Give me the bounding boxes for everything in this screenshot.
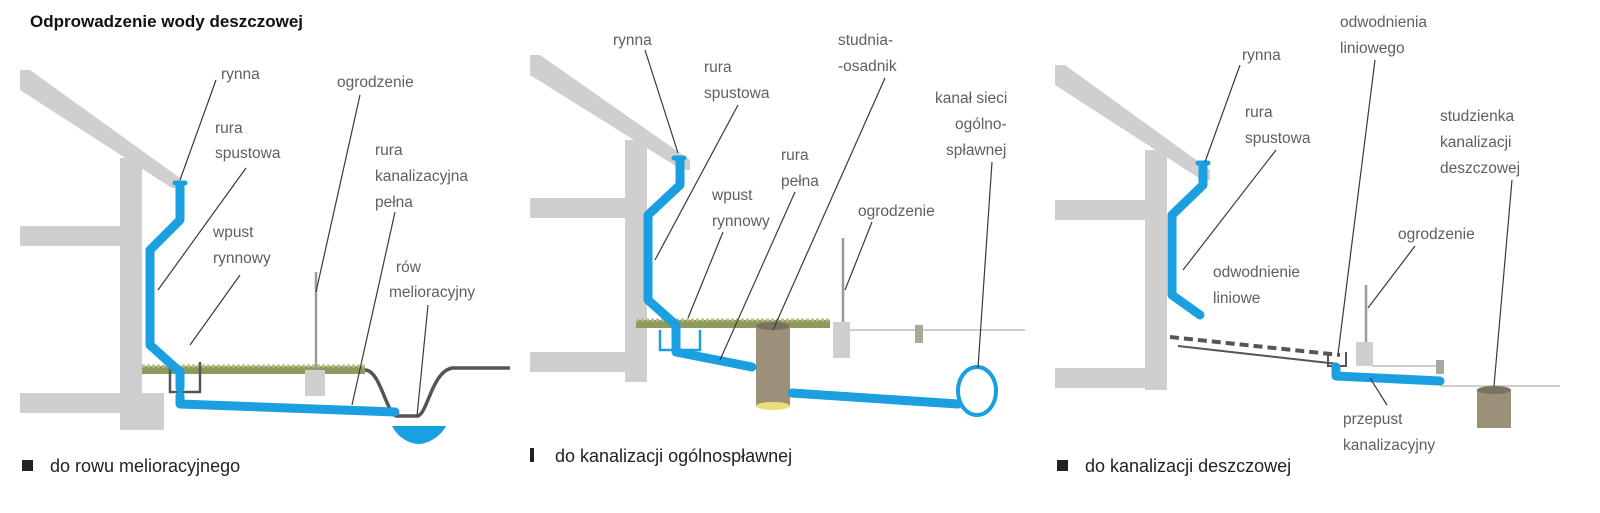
label-gully-2: rynnowy (213, 250, 271, 267)
label-drain-top-2: liniowego (1340, 40, 1405, 57)
label-downpipe: rura (704, 59, 732, 76)
label-gutter: rynna (221, 66, 260, 83)
post-3 (1436, 360, 1444, 374)
linear-drain (1169, 335, 1347, 367)
post-2 (915, 325, 923, 343)
storm-well (1477, 386, 1511, 428)
labels-1: rynna rura spustowa wpust rynnowy ogrodz… (212, 66, 475, 301)
caption-storm-sewer: do kanalizacji deszczowej (1085, 456, 1291, 476)
label-downpipe-2: spustowa (1245, 130, 1311, 147)
panel-storm-sewer: rynna rura spustowa odwodnienia linioweg… (1055, 14, 1560, 476)
settling-well (756, 322, 790, 410)
building-2 (530, 55, 690, 382)
caption-bullet-1 (22, 460, 33, 471)
fence-2 (833, 238, 850, 358)
label-sewer-pipe-3: pełna (375, 194, 413, 211)
label-culvert: przepust (1343, 411, 1403, 428)
label-drain-top: odwodnienia (1340, 14, 1427, 31)
label-linear-drain: odwodnienie (1213, 264, 1300, 281)
label-gutter: rynna (613, 32, 652, 49)
label-sewer-2: ogólno- (955, 116, 1007, 133)
label-storm-well-3: deszczowej (1440, 160, 1520, 177)
label-sewer: kanał sieci (935, 90, 1007, 107)
label-storm-well-2: kanalizacji (1440, 134, 1512, 151)
labels-2: rynna rura spustowa wpust rynnowy rura p… (613, 32, 1007, 230)
caption-bullet-2 (530, 448, 534, 462)
label-well: studnia- (838, 32, 893, 49)
panel-ditch: rynna rura spustowa wpust rynnowy ogrodz… (20, 66, 510, 476)
label-downpipe-2: spustowa (704, 85, 770, 102)
label-sewer-pipe-2: kanalizacyjna (375, 168, 468, 185)
label-linear-drain-2: liniowe (1213, 290, 1260, 307)
fence-1 (305, 272, 325, 396)
gully-inlet-1 (168, 362, 202, 394)
pipe-system-1 (145, 180, 400, 417)
labels-3: rynna rura spustowa odwodnienia linioweg… (1213, 14, 1520, 454)
building-1 (20, 70, 180, 430)
label-sewer-pipe: rura (375, 142, 403, 159)
label-storm-well: studzienka (1440, 108, 1514, 125)
label-gully-2: rynnowy (712, 213, 770, 230)
label-gutter: rynna (1242, 47, 1281, 64)
ditch-water (392, 426, 446, 444)
label-fence: ogrodzenie (1398, 226, 1475, 243)
caption-ditch: do rowu melioracyjnego (50, 456, 240, 476)
label-gully: wpust (212, 224, 254, 241)
label-fence: ogrodzenie (858, 203, 935, 220)
leaders-2 (644, 49, 993, 369)
label-downpipe: rura (1245, 104, 1273, 121)
label-sewer-3: spławnej (946, 142, 1006, 159)
label-well-2: -osadnik (838, 58, 897, 75)
pipe-system-2 (643, 155, 963, 409)
label-full-pipe-2: pełna (781, 173, 819, 190)
label-downpipe-2: spustowa (215, 145, 281, 162)
label-downpipe: rura (215, 120, 243, 137)
label-gully: wpust (711, 187, 753, 204)
label-ditch: rów (396, 259, 422, 276)
leaders-1 (157, 79, 429, 417)
diagram-title: Odprowadzenie wody deszczowej (30, 12, 303, 31)
caption-bullet-3 (1057, 460, 1068, 471)
combined-sewer-pipe (956, 365, 998, 417)
fence-3 (1356, 285, 1373, 366)
label-culvert-2: kanalizacyjny (1343, 437, 1435, 454)
label-full-pipe: rura (781, 147, 809, 164)
caption-combined-sewer: do kanalizacji ogólnospławnej (555, 446, 792, 466)
building-3 (1055, 65, 1210, 390)
panel-combined-sewer: rynna rura spustowa wpust rynnowy rura p… (530, 32, 1025, 466)
ditch-ground (364, 366, 510, 418)
label-ditch-2: melioracyjny (389, 284, 475, 301)
pipe-system-3 (1167, 160, 1445, 386)
leaders-3 (1182, 59, 1513, 406)
label-fence: ogrodzenie (337, 74, 414, 91)
